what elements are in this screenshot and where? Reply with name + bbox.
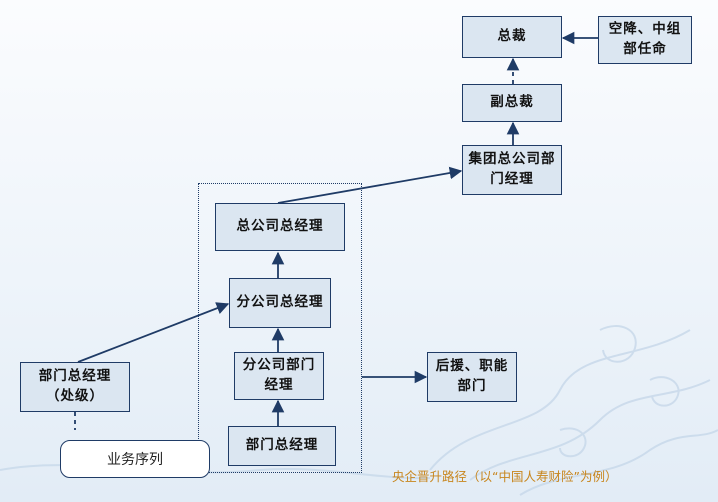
node-hq-general-manager-label: 总公司总经理: [236, 218, 324, 235]
node-group-hq-dept-manager: 集团总公司部门经理: [462, 145, 562, 195]
node-vice-president: 副总裁: [462, 84, 562, 122]
arrow-division-to-branch-gm: [77, 302, 230, 363]
node-group-hq-dept-manager-label: 集团总公司部门经理: [468, 151, 556, 187]
business-sequence-callout: 业务序列: [60, 440, 210, 478]
node-dept-general-manager-bottom: 部门总经理: [228, 426, 336, 466]
node-dept-general-manager-division: 部门总经理（处级）: [20, 362, 130, 412]
caption-text: 央企晋升路径（以“中国人寿财险”为例）: [392, 469, 618, 484]
node-support-functions-label: 后援、职能部门: [435, 358, 509, 394]
node-appointment-label: 空降、中组部任命: [608, 21, 682, 57]
node-support-functions: 后援、职能部门: [427, 352, 517, 402]
node-president: 总裁: [462, 16, 562, 58]
node-vice-president-label: 副总裁: [490, 94, 534, 111]
callout-label: 业务序列: [107, 452, 163, 468]
node-branch-dept-manager-label: 分公司部门经理: [242, 357, 316, 393]
node-branch-general-manager: 分公司总经理: [229, 278, 331, 328]
node-hq-general-manager: 总公司总经理: [215, 203, 345, 251]
business-sequence-frame: [198, 183, 362, 473]
node-president-label: 总裁: [497, 28, 527, 45]
node-appointment: 空降、中组部任命: [598, 16, 692, 64]
promotion-path-caption: 央企晋升路径（以“中国人寿财险”为例）: [392, 466, 617, 485]
node-branch-dept-manager: 分公司部门经理: [234, 352, 324, 400]
node-dept-general-manager-bottom-label: 部门总经理: [245, 437, 319, 454]
node-branch-general-manager-label: 分公司总经理: [236, 294, 324, 311]
node-dept-general-manager-division-label: 部门总经理（处级）: [38, 368, 112, 404]
arrow-hq-gm-to-group-dept: [277, 166, 463, 204]
